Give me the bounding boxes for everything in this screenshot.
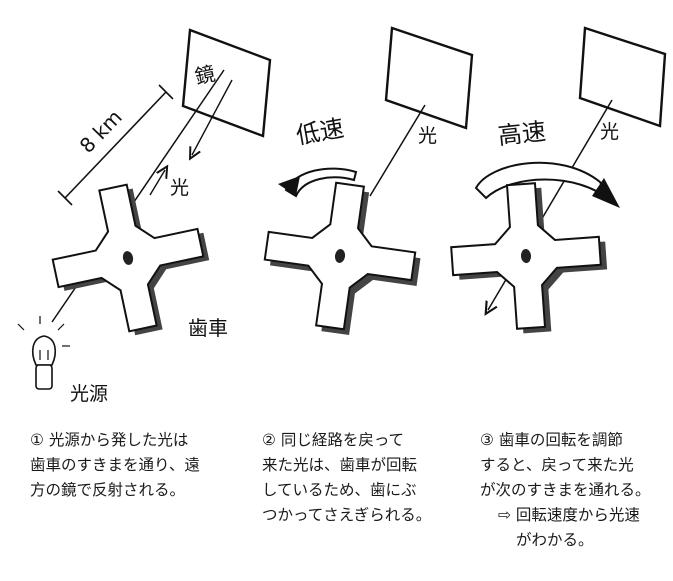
panel-3: 光 高速 xyxy=(450,26,667,334)
caption-2-line-4: つかってさえぎられる。 xyxy=(262,506,432,524)
caption-1-line-1: ① 光源から発した光は xyxy=(30,431,189,449)
panel-1: 鏡 8 km 光 歯車 光源 xyxy=(17,28,272,405)
light-label-2: 光 xyxy=(418,125,437,147)
rotation-arrow-low xyxy=(284,167,358,198)
caption-2-line-2: 来た光は、歯車が回転 xyxy=(262,456,418,474)
light-bulb-icon xyxy=(17,316,70,390)
caption-2-line-1: ② 同じ経路を戻って xyxy=(262,431,405,449)
caption-3: ③ 歯車の回転を調節 すると、戻って来た光 が次のすきまを通れる。 ⇨ 回転速度… xyxy=(480,428,651,553)
light-ray-back xyxy=(192,79,233,155)
gear-1 xyxy=(51,183,210,336)
caption-1-line-2: 歯車のすきまを通り、遠 xyxy=(30,456,200,474)
caption-1: ① 光源から発した光は 歯車のすきまを通り、遠 方の鏡で反射される。 xyxy=(30,428,200,503)
caption-3-line-2: すると、戻って来た光 xyxy=(480,456,634,474)
light-ray-2 xyxy=(369,104,426,197)
rotation-arrow-high xyxy=(474,161,611,201)
light-ray-arrow-up xyxy=(149,170,165,196)
mirror-label: 鏡 xyxy=(193,61,218,89)
mirror-2 xyxy=(384,26,474,130)
caption-2: ② 同じ経路を戻って 来た光は、歯車が回転 しているため、歯にぶ つかってさえぎ… xyxy=(262,428,431,528)
caption-3-note-1: ⇨ 回転速度から光速 xyxy=(498,506,640,524)
caption-3-line-1: ③ 歯車の回転を調節 xyxy=(480,431,623,449)
mirror-3 xyxy=(578,26,667,128)
caption-3-line-3: が次のすきまを通れる。 xyxy=(480,481,651,499)
light-label-3: 光 xyxy=(600,121,619,143)
gear-2 xyxy=(263,181,421,336)
light-label-1: 光 xyxy=(170,177,189,199)
panel-2: 光 低速 xyxy=(263,26,474,336)
caption-2-line-3: しているため、歯にぶ xyxy=(262,481,417,499)
caption-3-note-2: がわかる。 xyxy=(516,531,594,549)
light-source-label: 光源 xyxy=(70,383,108,405)
gear-label: 歯車 xyxy=(188,316,228,340)
distance-marker xyxy=(57,84,174,206)
fizeau-diagram: 鏡 8 km 光 歯車 光源 xyxy=(17,26,667,405)
low-speed-label: 低速 xyxy=(294,114,346,150)
caption-1-line-3: 方の鏡で反射される。 xyxy=(30,481,186,499)
distance-label: 8 km xyxy=(75,105,127,158)
high-speed-label: 高速 xyxy=(497,117,548,150)
mirror-1 xyxy=(181,28,272,138)
gear-3 xyxy=(450,182,608,334)
